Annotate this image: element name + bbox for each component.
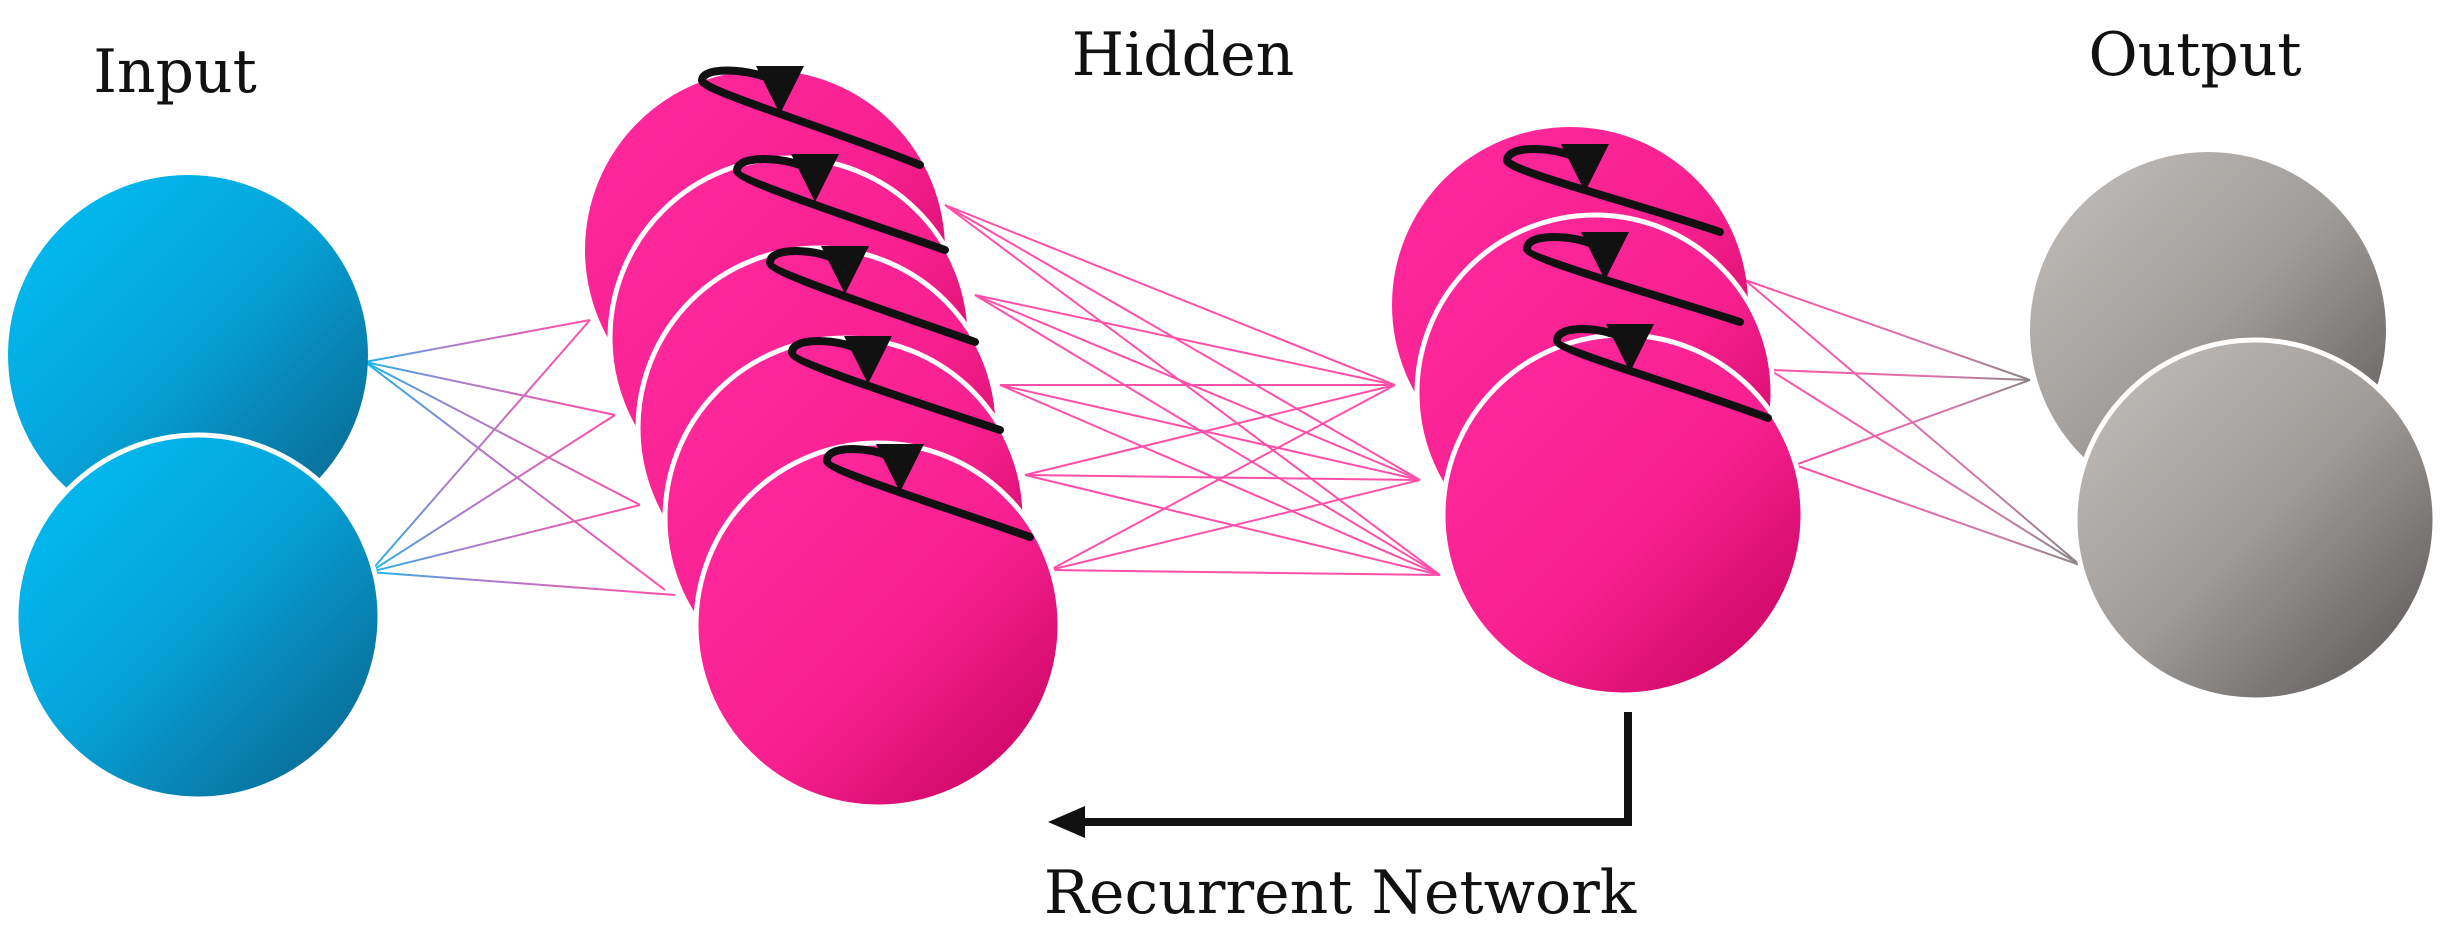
- connection-line: [369, 414, 616, 573]
- connection-line: [1049, 479, 1421, 571]
- hidden-node: [693, 440, 1063, 810]
- hidden-layer-2: [1392, 127, 1806, 698]
- connection-line: [974, 294, 1441, 576]
- self-loop-icon: [823, 443, 1034, 541]
- connection-line: [369, 504, 641, 573]
- input-layer: [8, 175, 383, 802]
- output-layer-label: Output: [2088, 20, 2301, 90]
- self-loop-icon: [766, 245, 979, 346]
- connection-line: [1769, 369, 2031, 381]
- self-loop-icon: [788, 335, 1004, 434]
- connection-line: [944, 204, 1441, 576]
- hidden-to-hidden-connections: [944, 204, 1441, 576]
- connection-line: [1024, 384, 1396, 476]
- connection-line: [999, 384, 1441, 576]
- recurrent-feedback-line: [1078, 712, 1632, 826]
- connection-line: [944, 204, 1421, 481]
- connection-line: [999, 384, 1421, 481]
- recurrent-feedback-arrow: [1048, 712, 1632, 838]
- connection-lines: [364, 204, 2081, 596]
- input-layer-label: Input: [93, 37, 257, 107]
- arrowhead-left-icon: [1048, 806, 1085, 838]
- input-node: [8, 175, 368, 535]
- connection-line: [1794, 379, 2031, 466]
- hidden-to-output-connections: [1744, 279, 2081, 566]
- connection-line: [364, 361, 666, 591]
- connection-line: [364, 361, 616, 416]
- connection-line: [1049, 384, 1396, 571]
- hidden-node: [1440, 332, 1806, 698]
- input-node: [13, 432, 383, 802]
- input-to-hidden-connections: [364, 319, 676, 596]
- hidden-layer-label: Hidden: [1072, 20, 1294, 90]
- output-node: [2072, 337, 2438, 703]
- connection-line: [369, 319, 591, 573]
- connection-line: [1049, 569, 1441, 576]
- self-loop-icon: [698, 65, 924, 169]
- connection-line: [944, 204, 1396, 386]
- connection-line: [364, 361, 641, 506]
- connection-line: [364, 319, 591, 363]
- output-layer: [2030, 152, 2438, 703]
- self-loop-icon: [1553, 323, 1772, 422]
- connection-line: [1794, 464, 2081, 566]
- self-loop-icon: [733, 153, 949, 254]
- hidden-layer-1: [585, 65, 1063, 810]
- connection-line: [974, 294, 1421, 481]
- connection-line: [974, 294, 1396, 386]
- self-loop-icon: [1502, 143, 1724, 236]
- connection-line: [369, 571, 676, 596]
- connection-line: [1769, 369, 2081, 566]
- recurrent-network-label: Recurrent Network: [1044, 858, 1637, 928]
- self-loop-icon: [1523, 231, 1744, 326]
- connection-line: [1744, 279, 2031, 381]
